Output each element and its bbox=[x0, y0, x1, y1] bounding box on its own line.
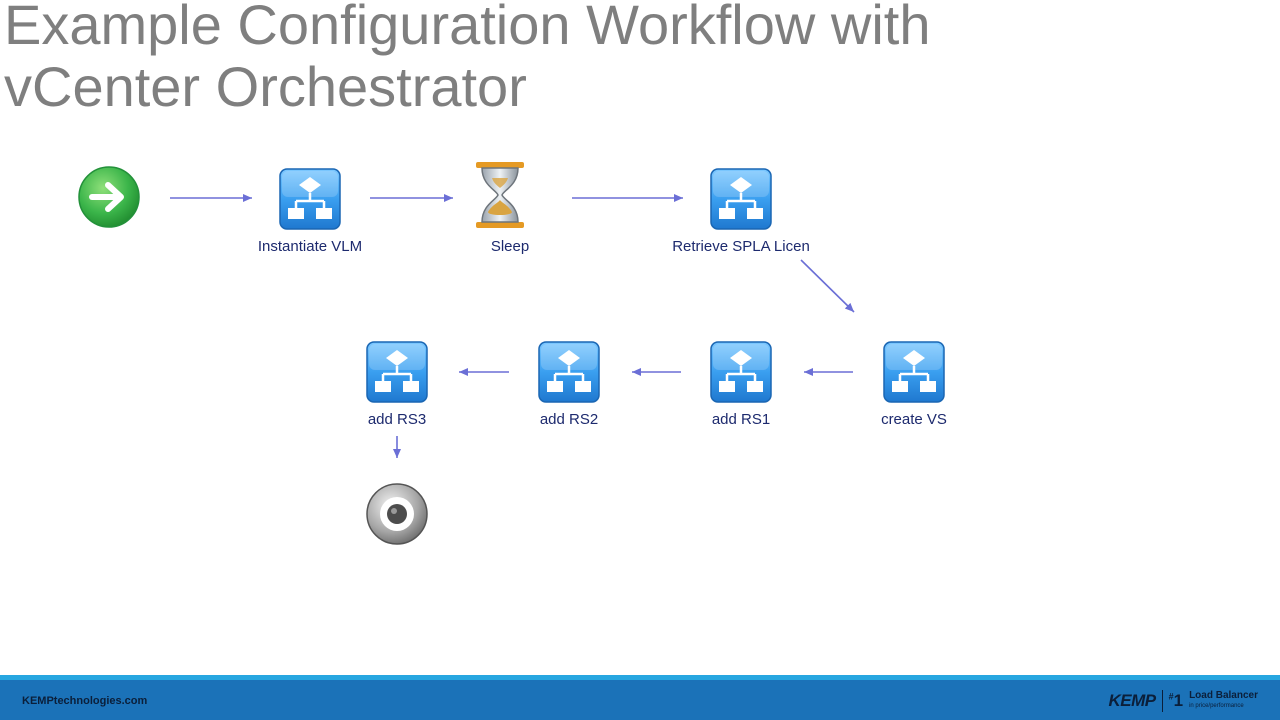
start-arrow-icon bbox=[78, 166, 140, 228]
brand-tagline-main: Load Balancer bbox=[1189, 690, 1258, 701]
end-target-icon bbox=[366, 483, 428, 545]
edge-retrieve-to-create-vs bbox=[800, 259, 855, 313]
workflow-icon bbox=[279, 168, 341, 230]
workflow-icon bbox=[883, 341, 945, 403]
end-node[interactable] bbox=[366, 483, 428, 545]
footer-bar: KEMPtechnologies.com KEMP #1 Load Balanc… bbox=[0, 675, 1280, 720]
hourglass-icon bbox=[476, 162, 524, 228]
brand-tagline: Load Balancer in price/performance bbox=[1189, 691, 1258, 711]
node-add-rs1[interactable] bbox=[710, 341, 772, 403]
footer-brand-logo: KEMP #1 Load Balancer in price/performan… bbox=[1108, 688, 1258, 714]
node-instantiate-vlm[interactable] bbox=[279, 168, 341, 230]
brand-divider bbox=[1161, 690, 1163, 712]
node-add-rs2[interactable] bbox=[538, 341, 600, 403]
slide-title-line-2: vCenter Orchestrator bbox=[4, 55, 527, 118]
brand-kemp: KEMP bbox=[1108, 691, 1156, 710]
workflow-icon bbox=[366, 341, 428, 403]
node-label-instantiate-vlm: Instantiate VLM bbox=[257, 238, 363, 255]
brand-rank-number: 1 bbox=[1173, 691, 1184, 710]
brand-rank: #1 bbox=[1169, 691, 1183, 711]
node-label-add-rs2: add RS2 bbox=[539, 411, 599, 428]
node-label-add-rs3: add RS3 bbox=[367, 411, 427, 428]
node-sleep[interactable] bbox=[476, 162, 524, 228]
workflow-icon bbox=[710, 168, 772, 230]
node-create-vs[interactable] bbox=[883, 341, 945, 403]
brand-tagline-sub: in price/performance bbox=[1189, 703, 1244, 709]
node-label-sleep: Sleep bbox=[490, 238, 530, 255]
node-label-retrieve-spla: Retrieve SPLA Licen bbox=[672, 238, 810, 255]
start-node[interactable] bbox=[78, 166, 140, 228]
workflow-icon bbox=[538, 341, 600, 403]
node-label-add-rs1: add RS1 bbox=[711, 411, 771, 428]
workflow-icon bbox=[710, 341, 772, 403]
node-retrieve-spla[interactable] bbox=[710, 168, 772, 230]
node-add-rs3[interactable] bbox=[366, 341, 428, 403]
footer-site-link[interactable]: KEMPtechnologies.com bbox=[22, 695, 148, 707]
brand-rank-prefix: # bbox=[1168, 691, 1174, 702]
slide-title: Example Configuration Workflow with vCen… bbox=[4, 0, 1104, 118]
node-label-create-vs: create VS bbox=[881, 411, 947, 428]
slide-title-line-1: Example Configuration Workflow with bbox=[4, 0, 931, 56]
